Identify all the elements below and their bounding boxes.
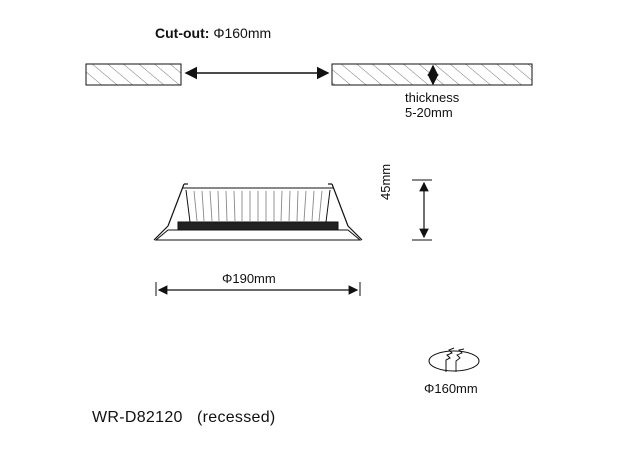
diameter-dimension xyxy=(155,282,361,296)
ceiling-panel-right xyxy=(331,63,533,86)
downlight-side-view xyxy=(153,183,363,241)
cutout-label-title: Cut-out: xyxy=(155,25,210,41)
heatsink-fins xyxy=(193,190,323,222)
hole-size-label: Φ160mm xyxy=(424,381,478,396)
ceiling-panel-left xyxy=(85,63,182,86)
model-label: WR-D82120 (recessed) xyxy=(92,409,276,427)
height-dimension xyxy=(412,179,432,241)
model-note: (recessed) xyxy=(196,409,276,426)
saw-cut-icon xyxy=(428,347,480,372)
spring-clip-right xyxy=(328,183,363,241)
diameter-label: Φ190mm xyxy=(222,271,276,286)
cutout-label: Cut-out: Φ160mm xyxy=(155,25,271,41)
thickness-label: thickness 5-20mm xyxy=(405,90,459,120)
thickness-title: thickness xyxy=(405,90,460,105)
thickness-value: 5-20mm xyxy=(405,105,453,120)
cutout-value: Φ160mm xyxy=(213,25,272,41)
model-code: WR-D82120 xyxy=(92,409,183,426)
spring-clip-left xyxy=(153,183,188,241)
height-label: 45mm xyxy=(378,163,393,200)
